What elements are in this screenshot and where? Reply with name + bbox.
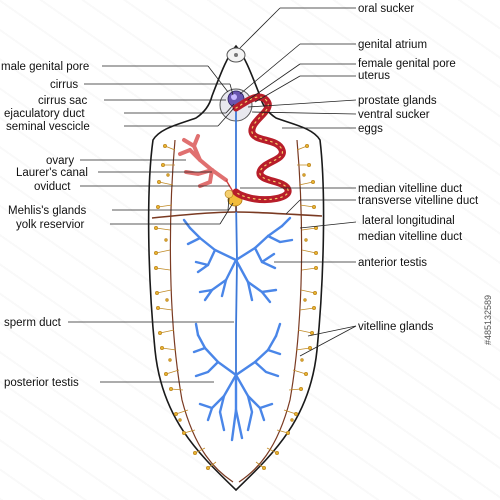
label-median-vitelline-duct: median vitelline duct — [358, 183, 463, 195]
lateral-duct-left — [169, 139, 234, 483]
label-oviduct: oviduct — [34, 181, 71, 193]
label-transverse-vitelline-duct: transverse vitelline duct — [358, 195, 479, 207]
leader-lines — [68, 7, 357, 383]
label-cirrus: cirrus — [50, 79, 78, 91]
label-eggs: eggs — [358, 123, 383, 135]
sperm-duct — [235, 110, 238, 375]
uterus-lumen — [235, 96, 289, 201]
stock-id-watermark: #485132589 — [483, 294, 493, 345]
label-uterus: uterus — [358, 70, 390, 82]
label-anterior-testis: anterior testis — [358, 257, 427, 269]
label-oral-sucker: oral sucker — [358, 3, 414, 15]
cirrus — [231, 94, 237, 100]
label-genital-atrium: genital atrium — [358, 39, 427, 51]
posterior-testis — [192, 322, 282, 442]
lateral-duct-right — [238, 139, 303, 483]
label-ovary: ovary — [46, 155, 74, 167]
label-lateral-longitudinal: lateral longitudinal — [362, 215, 455, 227]
ovary — [178, 134, 228, 188]
label-laurers-canal: Laurer's canal — [16, 167, 88, 179]
vitelline-glands-right — [255, 143, 318, 470]
label-seminal-vesicle: seminal vescicle — [6, 121, 90, 133]
label-male-genital-pore: male genital pore — [1, 61, 89, 73]
label-lateral-longitudinal-2: median vitelline duct — [358, 231, 463, 243]
label-mehlis-glands: Mehlis's glands — [8, 205, 87, 217]
label-cirrus-sac: cirrus sac — [38, 95, 87, 107]
label-yolk-reservoir: yolk reservior — [16, 219, 85, 231]
label-vitelline-glands: vitelline glands — [358, 321, 434, 333]
label-ejaculatory-duct: ejaculatory duct — [4, 108, 85, 120]
anterior-testis — [182, 216, 294, 304]
label-prostate-glands: prostate glands — [358, 95, 437, 107]
label-ventral-sucker: ventral sucker — [358, 109, 430, 121]
oral-sucker-mouth — [234, 53, 238, 57]
label-posterior-testis: posterior testis — [4, 377, 79, 389]
label-sperm-duct: sperm duct — [4, 317, 62, 329]
mehlis-glands — [224, 189, 234, 199]
vitelline-glands-left — [153, 143, 217, 470]
label-female-genital-pore: female genital pore — [358, 58, 456, 70]
